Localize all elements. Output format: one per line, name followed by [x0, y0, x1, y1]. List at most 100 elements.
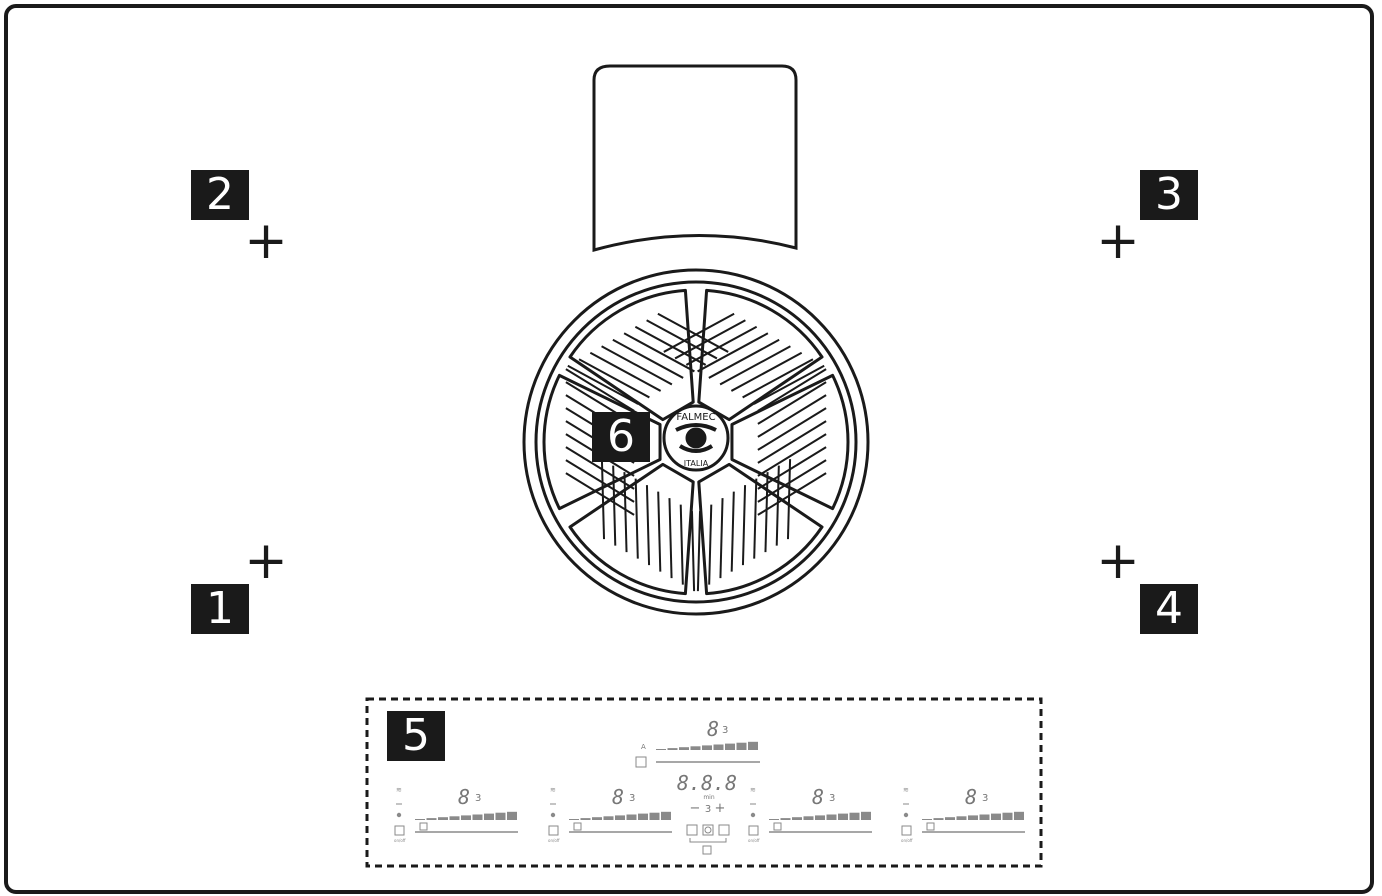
zone-slider-step[interactable]: [792, 817, 802, 820]
zone-slider-step[interactable]: [472, 814, 483, 821]
zone-onoff-label: on/off: [548, 838, 560, 843]
timer-minus-button[interactable]: −: [690, 801, 701, 816]
grille-sector-outline: [697, 462, 824, 596]
zone-power-display: 8: [458, 785, 470, 809]
grille-slat: [753, 364, 825, 405]
zone-slider-step[interactable]: [922, 819, 932, 820]
grille-slat: [663, 312, 735, 353]
zone4-center-mark: +: [1096, 531, 1140, 591]
slider-step: [702, 745, 712, 750]
grille-slat: [565, 368, 635, 412]
zone-slider-step[interactable]: [592, 817, 602, 820]
lock-button[interactable]: [686, 824, 698, 836]
zone-slider-step[interactable]: [815, 815, 825, 820]
grille-slat: [757, 368, 827, 412]
timer-controls: 8.8.8 min − 3 +: [677, 771, 737, 855]
grille-sector-outline: [568, 462, 695, 596]
zone-timer-button[interactable]: [419, 822, 428, 831]
hood-flap: [592, 64, 798, 252]
zone-indicator-dot: [550, 812, 556, 818]
zone-onoff-label: on/off: [901, 838, 913, 843]
hood-grille: FALMEC ITALIA: [522, 268, 870, 616]
grille-slat: [578, 358, 650, 399]
hood-fan-button[interactable]: [635, 756, 647, 768]
hood-auto-mode: A: [641, 743, 646, 751]
zone-slider-step[interactable]: [826, 814, 837, 821]
zone1-center-mark: +: [244, 531, 288, 591]
zone-slider-step[interactable]: [603, 816, 614, 820]
grille-slat: [697, 332, 769, 373]
zone-power-display: 8: [612, 785, 624, 809]
zone-slider-step[interactable]: [803, 816, 814, 820]
grille-slat: [623, 332, 695, 373]
grille-sector: [696, 459, 824, 596]
grille-slat: [741, 485, 747, 566]
zone-slider-step[interactable]: [649, 812, 660, 820]
zone-slider-step[interactable]: [933, 818, 944, 820]
grille-slat: [757, 433, 827, 477]
timer-plus-button[interactable]: +: [715, 801, 726, 816]
timer-boost-indicator: 3: [705, 804, 711, 815]
zone-slider-step[interactable]: [615, 815, 625, 820]
zone-slider-step[interactable]: [956, 816, 967, 820]
zone-slider-step[interactable]: [626, 814, 637, 821]
grille-slat: [567, 364, 639, 405]
grille-slat: [757, 394, 827, 438]
zone-slider-step[interactable]: [991, 813, 1001, 820]
grille-slat: [757, 459, 827, 503]
power-button-ring: [704, 826, 712, 834]
zone-slider-step[interactable]: [580, 818, 591, 820]
zone-slider-step[interactable]: [449, 816, 460, 820]
grille-slat: [674, 319, 746, 360]
pause-button[interactable]: [718, 824, 730, 836]
zone-slider-step[interactable]: [507, 811, 517, 820]
zone-select-button[interactable]: [901, 825, 912, 836]
grille-slat: [634, 478, 639, 559]
zone-slider-step[interactable]: [780, 818, 791, 820]
zone-timer-button[interactable]: [573, 822, 582, 831]
grille-inner-ring: [534, 280, 858, 604]
zone-slider-step[interactable]: [426, 818, 437, 820]
zone-select-button[interactable]: [748, 825, 759, 836]
grille-slat: [623, 472, 628, 553]
zone-slider-step[interactable]: [1002, 812, 1013, 820]
grille-slat: [685, 325, 758, 366]
zone-timer-button[interactable]: [926, 822, 935, 831]
zone-slider-step[interactable]: [1014, 811, 1024, 820]
hood-badge-hub: [685, 427, 707, 449]
zone-power-display: 8: [965, 785, 977, 809]
zone-slider-step[interactable]: [861, 811, 871, 820]
zone-slider-step[interactable]: [569, 819, 579, 820]
zone-select-button[interactable]: [394, 825, 405, 836]
zone-slider-step[interactable]: [638, 813, 648, 820]
zone-slider-step[interactable]: [495, 812, 506, 820]
zone-slider-step[interactable]: [849, 812, 860, 820]
grille-slat: [708, 338, 780, 379]
zone-indicator-dot: [750, 812, 756, 818]
zone-slider-step[interactable]: [769, 819, 779, 820]
zone-slider-step[interactable]: [838, 813, 848, 820]
grille-slat: [708, 504, 713, 585]
grille-outer-ring: [522, 268, 870, 616]
zone-power-display: 8: [812, 785, 824, 809]
slider-step: [736, 742, 747, 750]
zone-keep-warm-icon: ≋: [396, 786, 402, 794]
zone-slider-step[interactable]: [979, 814, 990, 821]
zone-slider-step[interactable]: [415, 819, 425, 820]
power-button[interactable]: [702, 824, 714, 836]
zone-slider-step[interactable]: [661, 811, 671, 820]
zone-timer-button[interactable]: [773, 822, 782, 831]
slider-step: [656, 749, 666, 750]
grille-slat: [657, 312, 729, 353]
zone-slider-step[interactable]: [484, 813, 494, 820]
zone-slider-step[interactable]: [945, 817, 955, 820]
hood-power-slider[interactable]: [656, 741, 758, 750]
zone-select-button[interactable]: [548, 825, 559, 836]
zone-slider-step[interactable]: [968, 815, 978, 820]
grille-sector-outline: [568, 288, 695, 422]
bridge-button[interactable]: [702, 845, 712, 855]
zone-slider-step[interactable]: [438, 817, 448, 820]
zone-slider-step[interactable]: [461, 815, 471, 820]
grille-slat: [690, 511, 696, 592]
